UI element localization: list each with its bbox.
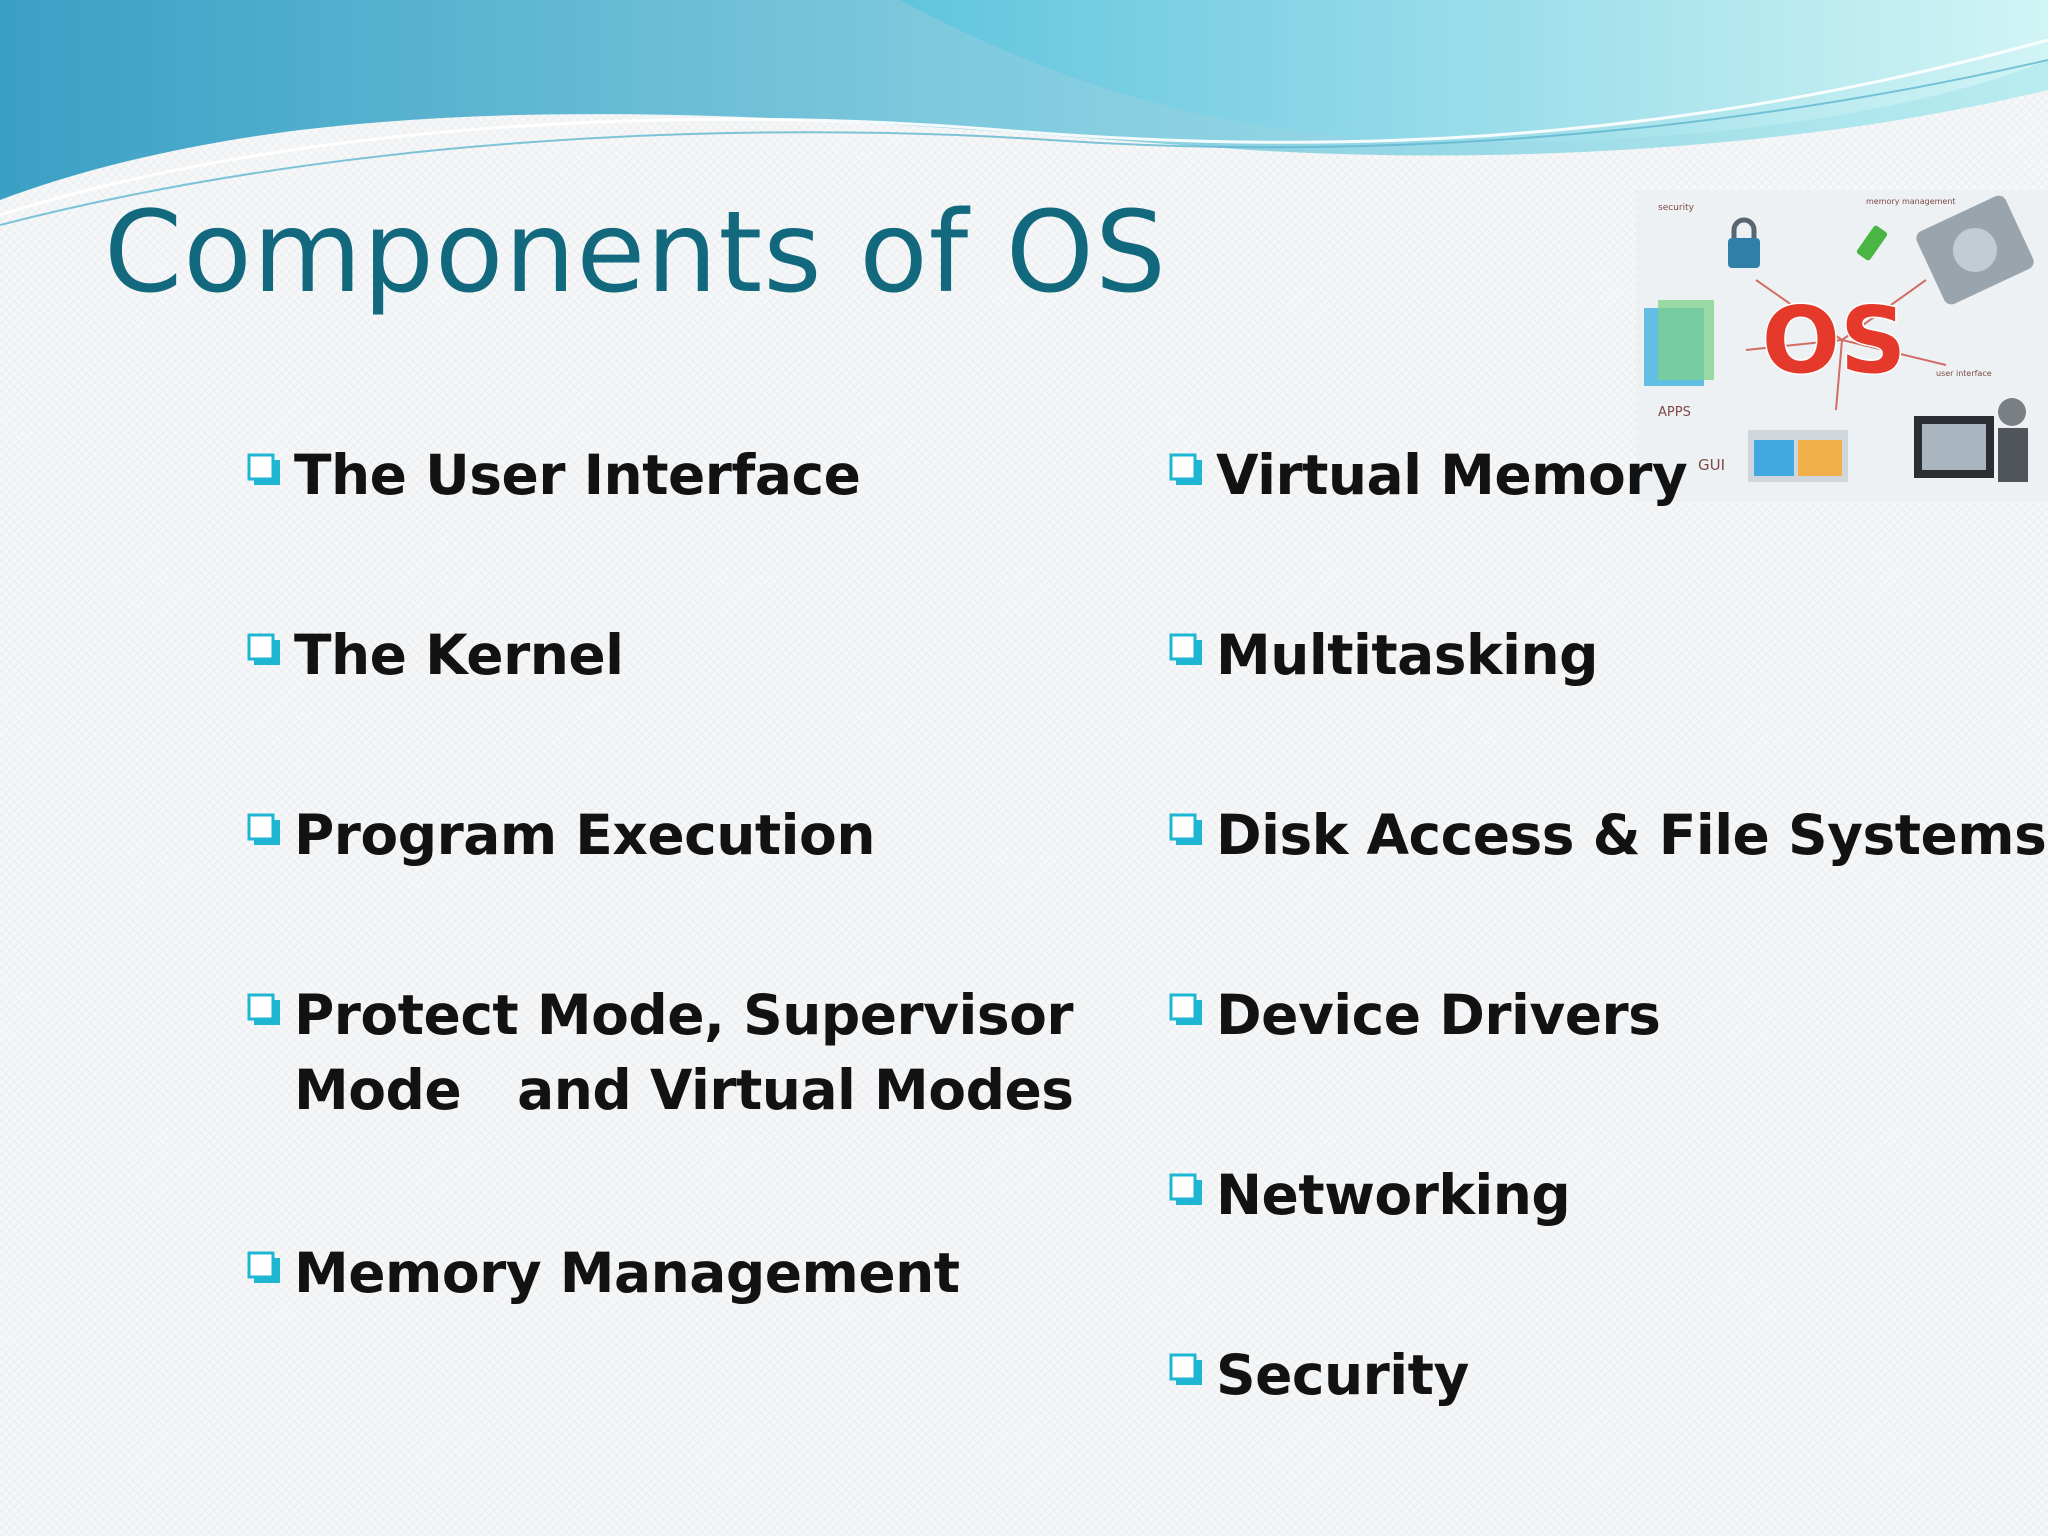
- list-item: The User Interface: [246, 438, 861, 513]
- os-illustration: security memory management user interfac…: [1636, 190, 2048, 502]
- checkbox-bullet-icon: [1169, 453, 1202, 485]
- checkbox-bullet-icon: [1169, 993, 1202, 1025]
- list-item-label: Protect Mode, Supervisor Mode and Virtua…: [294, 983, 1074, 1122]
- checkbox-bullet-icon: [247, 993, 280, 1025]
- list-item-label: Disk Access & File Systems: [1216, 803, 2047, 867]
- usb-icon: [1856, 225, 1888, 261]
- gui-icon: [1748, 430, 1848, 482]
- list-item: The Kernel: [246, 618, 624, 693]
- list-item: Device Drivers: [1168, 978, 1661, 1053]
- svg-text:memory management: memory management: [1866, 197, 1956, 206]
- checkbox-bullet-icon: [1169, 813, 1202, 845]
- list-item-label: The User Interface: [294, 443, 861, 507]
- list-item-label: Virtual Memory: [1216, 443, 1688, 507]
- list-item-label: Program Execution: [294, 803, 875, 867]
- hard-disk-icon: [1916, 195, 2034, 305]
- list-item: Virtual Memory: [1168, 438, 1688, 513]
- svg-text:security: security: [1658, 203, 1695, 213]
- list-item-label: The Kernel: [294, 623, 624, 687]
- svg-text:user interface: user interface: [1936, 369, 1992, 378]
- checkbox-bullet-icon: [247, 453, 280, 485]
- list-item-label: Networking: [1216, 1163, 1571, 1227]
- lock-icon: [1728, 217, 1760, 268]
- os-center-label: OS: [1762, 287, 1906, 394]
- os-apps-label: APPS: [1658, 405, 1691, 420]
- checkbox-bullet-icon: [247, 1251, 280, 1283]
- os-gui-label: GUI: [1698, 456, 1725, 474]
- list-item: Multitasking: [1168, 618, 1598, 693]
- user-computer-icon: [1914, 398, 2028, 482]
- checkbox-bullet-icon: [1169, 1173, 1202, 1205]
- checkbox-bullet-icon: [247, 813, 280, 845]
- list-item-label: Multitasking: [1216, 623, 1598, 687]
- list-item: Disk Access & File Systems: [1168, 798, 2047, 873]
- list-item-label: Device Drivers: [1216, 983, 1661, 1047]
- list-item: Networking: [1168, 1158, 1571, 1233]
- list-item: Memory Management: [246, 1236, 960, 1311]
- list-item-label: Memory Management: [294, 1241, 960, 1305]
- apps-windows-icon: [1644, 300, 1714, 386]
- list-item: Protect Mode, Supervisor Mode and Virtua…: [246, 978, 1074, 1128]
- checkbox-bullet-icon: [1169, 633, 1202, 665]
- checkbox-bullet-icon: [247, 633, 280, 665]
- list-item: Security: [1168, 1338, 1469, 1413]
- slide-title: Components of OS: [104, 188, 1167, 318]
- list-item-label: Security: [1216, 1343, 1469, 1407]
- list-item: Program Execution: [246, 798, 875, 873]
- checkbox-bullet-icon: [1169, 1353, 1202, 1385]
- header-wave-decoration: [0, 0, 2048, 226]
